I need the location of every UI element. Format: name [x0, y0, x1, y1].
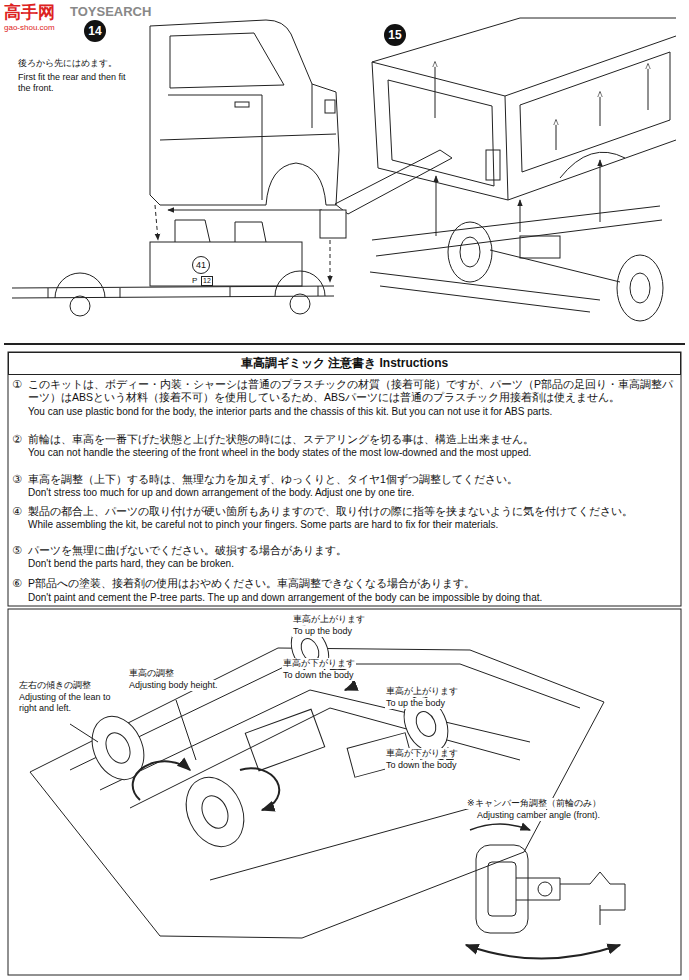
- gimmick-label: 車高が上がります: [385, 686, 459, 697]
- gimmick-label: To down the body: [282, 670, 355, 681]
- leader-line: [176, 700, 196, 760]
- part-41: [320, 150, 452, 238]
- note-text: Don't bend the parts hard, they can be b…: [28, 558, 676, 571]
- camber-detail: [466, 824, 625, 959]
- separator-line: [4, 343, 685, 345]
- gimmick-label: To down the body: [385, 760, 458, 771]
- callout-number: 41: [192, 256, 210, 274]
- gimmick-label: To up the body: [385, 698, 446, 709]
- fit-arrow: [436, 160, 600, 236]
- gimmick-label: Adjusting camber angle (front).: [476, 810, 601, 821]
- part-tree: 12: [201, 276, 213, 286]
- gimmick-label: 車高が下がります: [385, 748, 459, 759]
- heading-text: 車高調ギミック 注意書き Instructions: [241, 355, 448, 372]
- step-number: 15: [384, 24, 406, 46]
- leader-line: [70, 724, 98, 742]
- note-number: ③: [12, 473, 22, 487]
- note-text: このキットは、ボディー・内装・シャーシは普通のプラスチックの材質（接着可能）です…: [28, 378, 676, 404]
- gimmick-label: Adjusting body height.: [128, 680, 219, 691]
- note-text: 製品の都合上、パーツの取り付けが硬い箇所もありますので、取り付けの際に指等を挟ま…: [28, 505, 676, 518]
- gimmick-label: Adjusting of the lean to right and left.: [18, 692, 128, 715]
- note-text: You can not handle the steering of the f…: [28, 447, 676, 460]
- instruction-text: 後ろから先にはめます。: [18, 58, 117, 69]
- gimmick-label: 車高が上がります: [292, 614, 366, 625]
- gimmick-frame: [8, 609, 681, 975]
- chassis: [370, 206, 663, 321]
- gimmick-label: ※キャンバー角調整（前輪のみ）: [466, 798, 602, 809]
- note-text: Don't stress too much for up and down ar…: [28, 487, 676, 500]
- notes-frame: [8, 352, 681, 606]
- instruction-text: First fit the rear and then fit the fron…: [18, 72, 140, 95]
- chassis: [12, 220, 334, 316]
- note-number: ⑤: [12, 544, 22, 558]
- gimmick-label: 左右の傾きの調整: [18, 680, 92, 691]
- heading-band: 車高調ギミック 注意書き Instructions: [8, 352, 681, 375]
- gimmick-label: 車高が下がります: [282, 658, 356, 669]
- note-text: 前輪は、車高を一番下げた状態と上げた状態の時には、ステアリングを切る事は、構造上…: [28, 433, 676, 446]
- note-text: パーツを無理に曲げないでください。破損する場合があります。: [28, 544, 676, 557]
- note-text: P部品への塗装、接着剤の使用はおやめください。車高調整できなくなる場合があります…: [28, 577, 676, 590]
- note-text: Don't paint and cement the P-tree parts.…: [28, 592, 676, 605]
- guide-line: [155, 205, 330, 282]
- cab-body: [150, 20, 339, 205]
- note-number: ②: [12, 433, 22, 447]
- lift-arrow: [435, 62, 648, 150]
- gimmick-label: To up the body: [292, 626, 353, 637]
- gimmick-label: 車高の調整: [128, 668, 175, 679]
- wheel: [82, 620, 456, 856]
- truck-bed: [372, 18, 676, 200]
- watermark: TOYSEARCH: [70, 4, 151, 20]
- part-tree: P: [192, 276, 197, 286]
- note-number: ④: [12, 505, 22, 519]
- fit-arrow: [168, 210, 322, 211]
- watermark: 高手网: [4, 2, 55, 23]
- note-number: ⑥: [12, 577, 22, 591]
- step-number: 14: [84, 20, 106, 42]
- note-text: 車高を調整（上下）する時は、無理な力を加えず、ゆっくりと、タイヤ1個ずつ調整して…: [28, 473, 676, 486]
- note-text: You can use plastic bond for the body, t…: [28, 406, 676, 419]
- note-text: While assembling the kit, be careful not…: [28, 519, 676, 532]
- watermark: gao-shou.com: [4, 23, 55, 33]
- note-number: ①: [12, 378, 22, 392]
